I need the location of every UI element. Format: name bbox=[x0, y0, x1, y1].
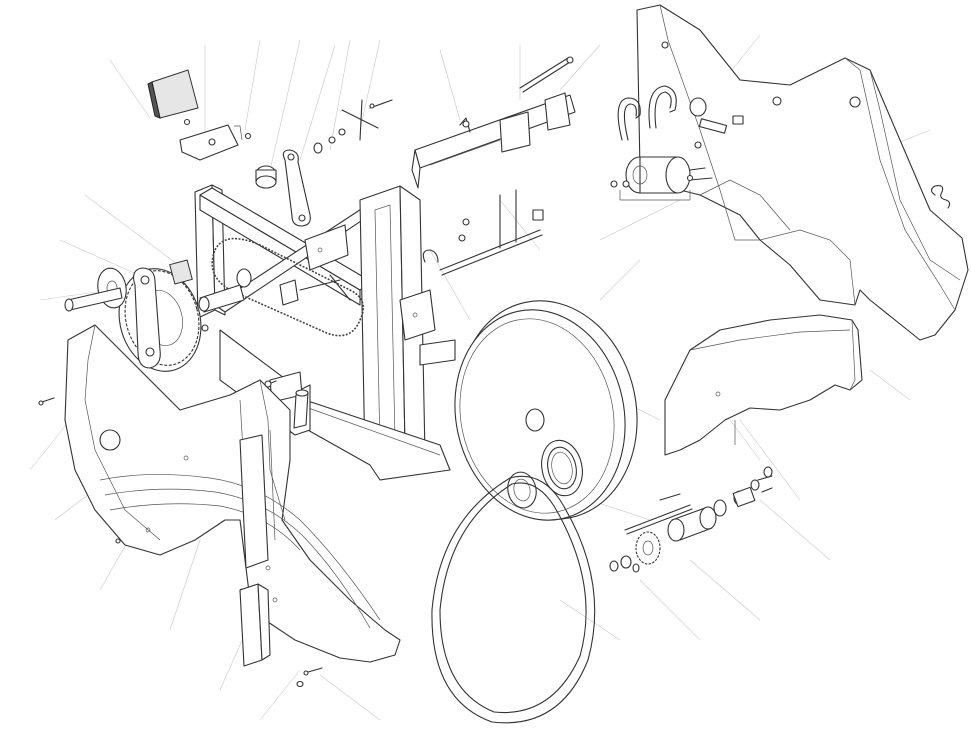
seat-post-tube bbox=[293, 389, 309, 429]
fastener-screws bbox=[38, 69, 393, 688]
front-housing-cover bbox=[64, 324, 401, 667]
crank-arm bbox=[133, 267, 161, 369]
small-sprocket bbox=[609, 466, 773, 573]
support-rod bbox=[411, 56, 576, 276]
inner-cover-panel bbox=[664, 314, 863, 456]
rear-housing-shell bbox=[636, 4, 969, 341]
drive-chain bbox=[211, 237, 365, 337]
flywheel-disc bbox=[454, 300, 638, 521]
axle-assembly bbox=[64, 259, 252, 332]
hook-brackets bbox=[617, 85, 744, 141]
brake-motor bbox=[610, 141, 713, 201]
spring-clip bbox=[930, 185, 951, 209]
tensioner-bracket bbox=[279, 149, 351, 306]
main-frame bbox=[194, 184, 456, 481]
drive-belt bbox=[431, 475, 596, 724]
idler-pulley bbox=[255, 165, 277, 189]
